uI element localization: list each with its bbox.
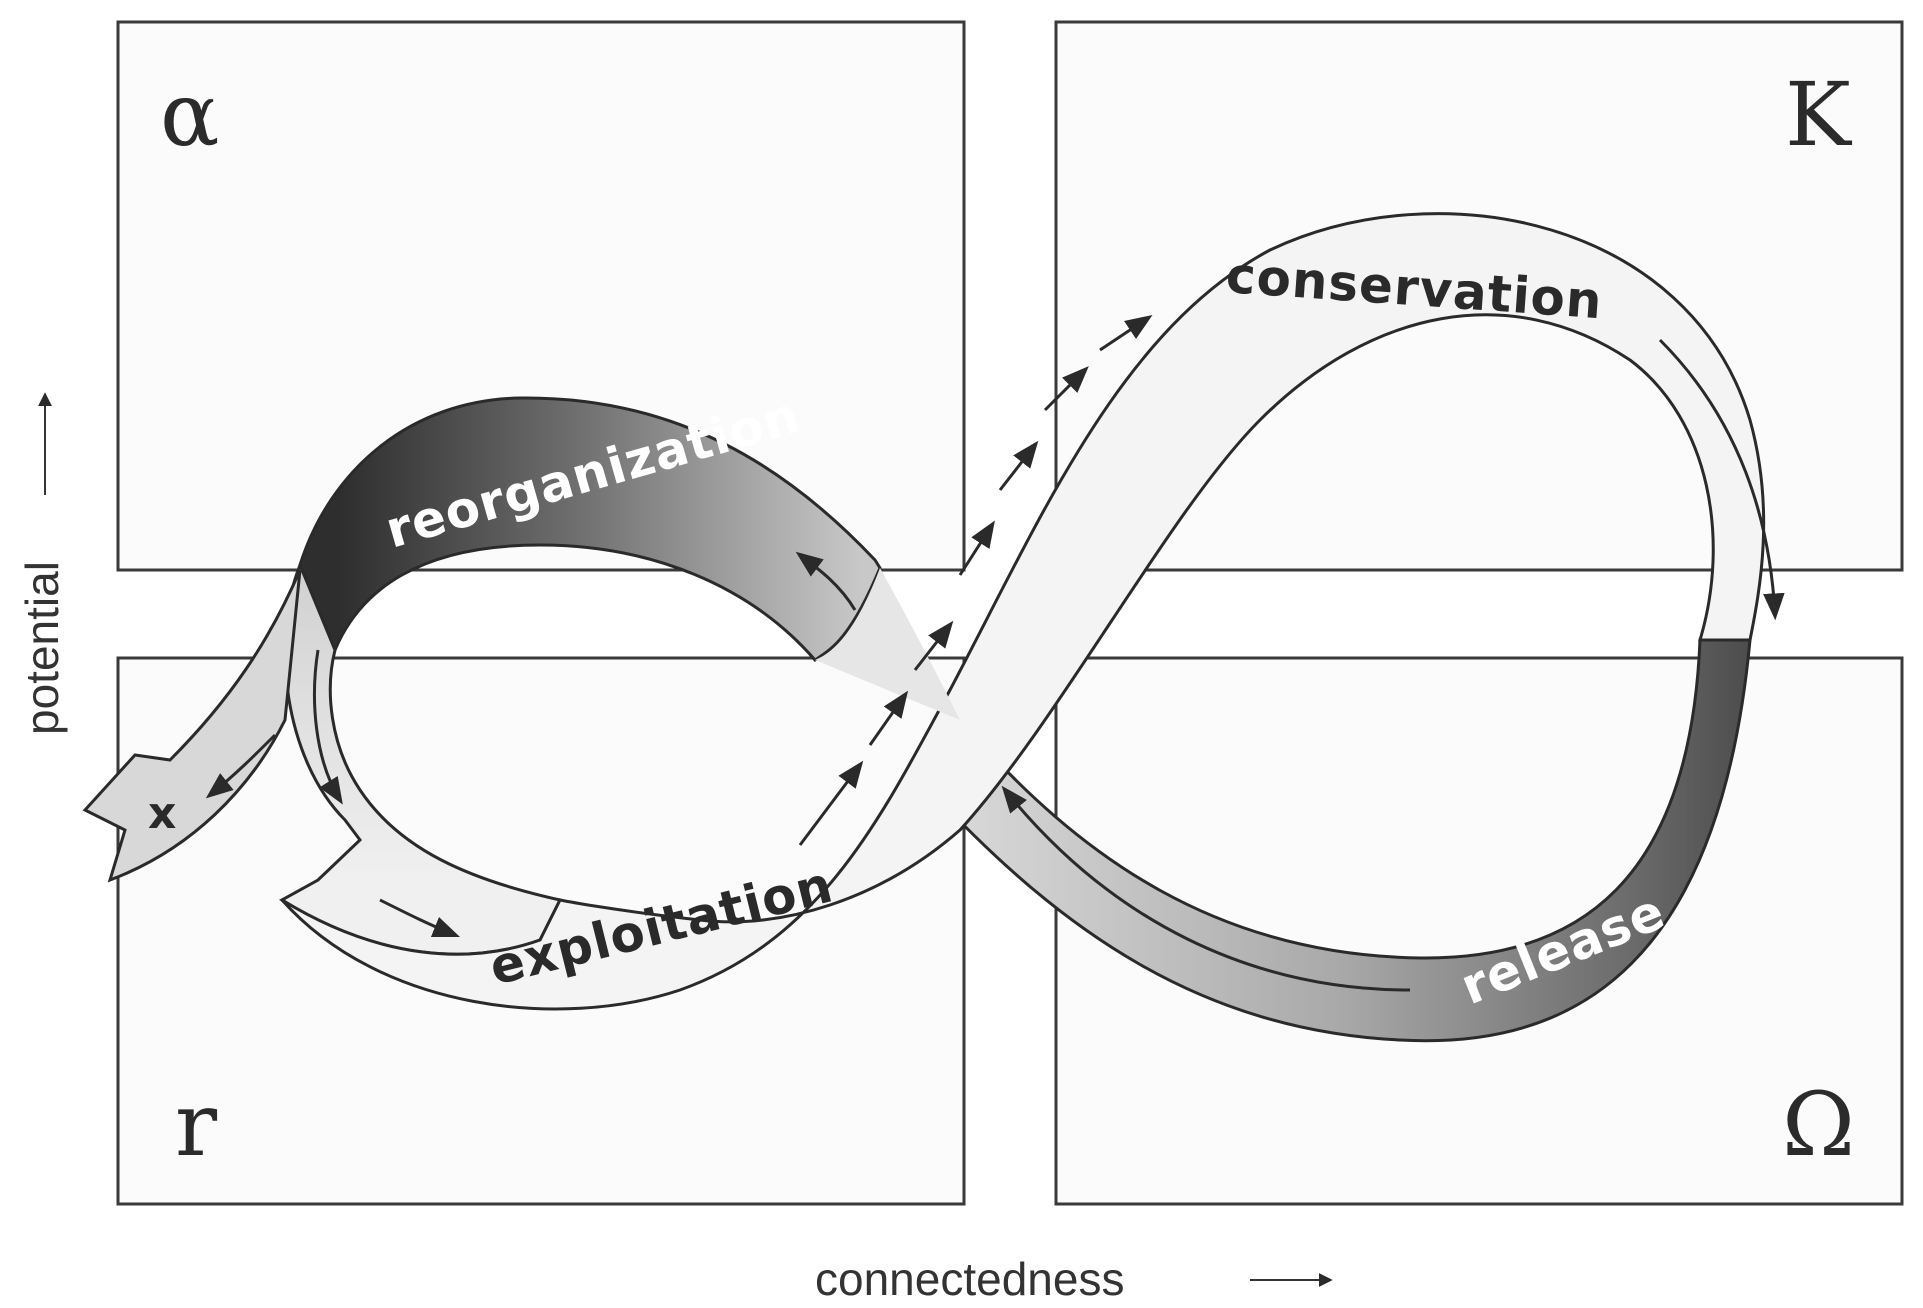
exploitation-arrow — [379, 898, 461, 938]
exit-marker-label: x — [148, 788, 176, 839]
crossing-shade — [815, 568, 960, 720]
growth-arrow-4 — [958, 520, 995, 576]
conservation-arrow — [1658, 338, 1785, 621]
quadrant-k-label: K — [1785, 63, 1853, 166]
reorganization-arrow — [795, 551, 857, 611]
growth-arrow-chain — [798, 315, 1153, 846]
growth-arrow-2 — [868, 690, 909, 746]
descent-arrow — [313, 649, 343, 805]
x-axis-label: connectedness — [815, 1253, 1124, 1305]
exploitation-conservation-ribbon — [280, 212, 1766, 1011]
quadrant-alpha-label: α — [160, 63, 219, 166]
growth-arrow-3 — [913, 620, 954, 671]
release-arrow — [1001, 785, 1411, 992]
reorganization-ribbon — [298, 396, 882, 662]
growth-arrow-5 — [998, 440, 1039, 491]
growth-arrow-7 — [1099, 315, 1153, 352]
growth-arrow-1 — [798, 760, 864, 846]
quadrant-omega-label: Ω — [1782, 1073, 1855, 1176]
exit-arrow — [205, 733, 277, 799]
growth-arrow-6 — [1043, 366, 1089, 412]
quadrant-r-label: r — [175, 1073, 218, 1176]
y-axis-label: potential — [16, 561, 68, 735]
exit-ribbon — [82, 569, 302, 883]
